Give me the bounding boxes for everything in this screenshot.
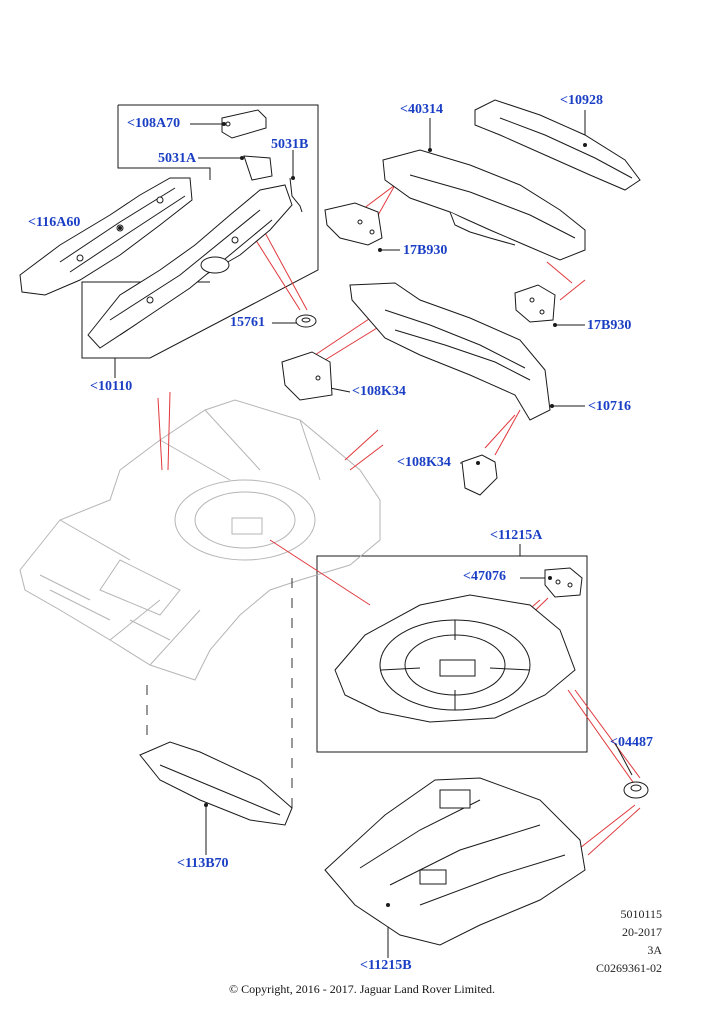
part-member-10110 (87, 184, 293, 349)
callout-108K34-upper[interactable]: <108K34 (352, 384, 406, 399)
stamp-line-2: 20-2017 (622, 925, 662, 939)
part-bracket-17B930-lower (514, 284, 556, 323)
leader-dots (118, 122, 587, 907)
callout-108A70[interactable]: <108A70 (127, 116, 181, 131)
part-bracket-47076 (544, 567, 583, 598)
part-bracket-108K34-lower (461, 454, 498, 496)
callout-113B70[interactable]: <113B70 (177, 856, 229, 871)
callout-15761[interactable]: 15761 (230, 315, 265, 330)
callout-17B930-upper[interactable]: 17B930 (403, 243, 448, 258)
callout-5031B[interactable]: 5031B (271, 137, 309, 152)
part-bracket-108A70 (221, 109, 267, 139)
callout-10928[interactable]: <10928 (560, 93, 603, 108)
callout-11215B[interactable]: <11215B (360, 958, 412, 973)
part-plug-04487 (623, 781, 649, 799)
callout-17B930-lower[interactable]: 17B930 (587, 318, 632, 333)
part-rail-116A60 (19, 177, 193, 296)
callout-04487[interactable]: <04487 (610, 735, 653, 750)
part-member-10716 (349, 282, 551, 421)
part-wheelwell-11215A (334, 594, 576, 723)
stamp-line-1: 5010115 (620, 907, 662, 921)
group-box-lower-right (316, 555, 588, 753)
part-bracket-5031B (289, 177, 303, 213)
group-box-upper-left (81, 104, 319, 359)
stamp-line-3: 3A (647, 943, 662, 957)
part-bracket-5031A (243, 155, 273, 181)
callout-10716[interactable]: <10716 (588, 399, 631, 414)
part-floor-11215B (324, 777, 586, 946)
copyright-notice: © Copyright, 2016 - 2017. Jaguar Land Ro… (228, 982, 496, 996)
callout-108K34-lower[interactable]: <108K34 (397, 455, 451, 470)
stamp-line-4: C0269361-02 (596, 961, 662, 975)
callout-40314[interactable]: <40314 (400, 102, 443, 117)
part-panel-40314 (382, 149, 586, 261)
part-crossmember-113B70 (139, 741, 293, 826)
part-bracket-108K34-upper (281, 351, 333, 401)
ghost-vertical-dashes (146, 578, 293, 810)
part-grommet-15761 (295, 314, 317, 328)
callout-11215A[interactable]: <11215A (490, 528, 543, 543)
callout-10110[interactable]: <10110 (90, 379, 133, 394)
callout-5031A[interactable]: 5031A (158, 151, 197, 166)
callout-47076[interactable]: <47076 (463, 569, 506, 584)
drawing-stamp: 5010115 20-2017 3A C0269361-02 (596, 905, 662, 977)
part-bracket-17B930-upper (324, 202, 383, 246)
part-panel-10928 (474, 99, 641, 191)
rear-floor-ghost-assembly (19, 399, 381, 681)
callout-116A60[interactable]: <116A60 (28, 215, 81, 230)
